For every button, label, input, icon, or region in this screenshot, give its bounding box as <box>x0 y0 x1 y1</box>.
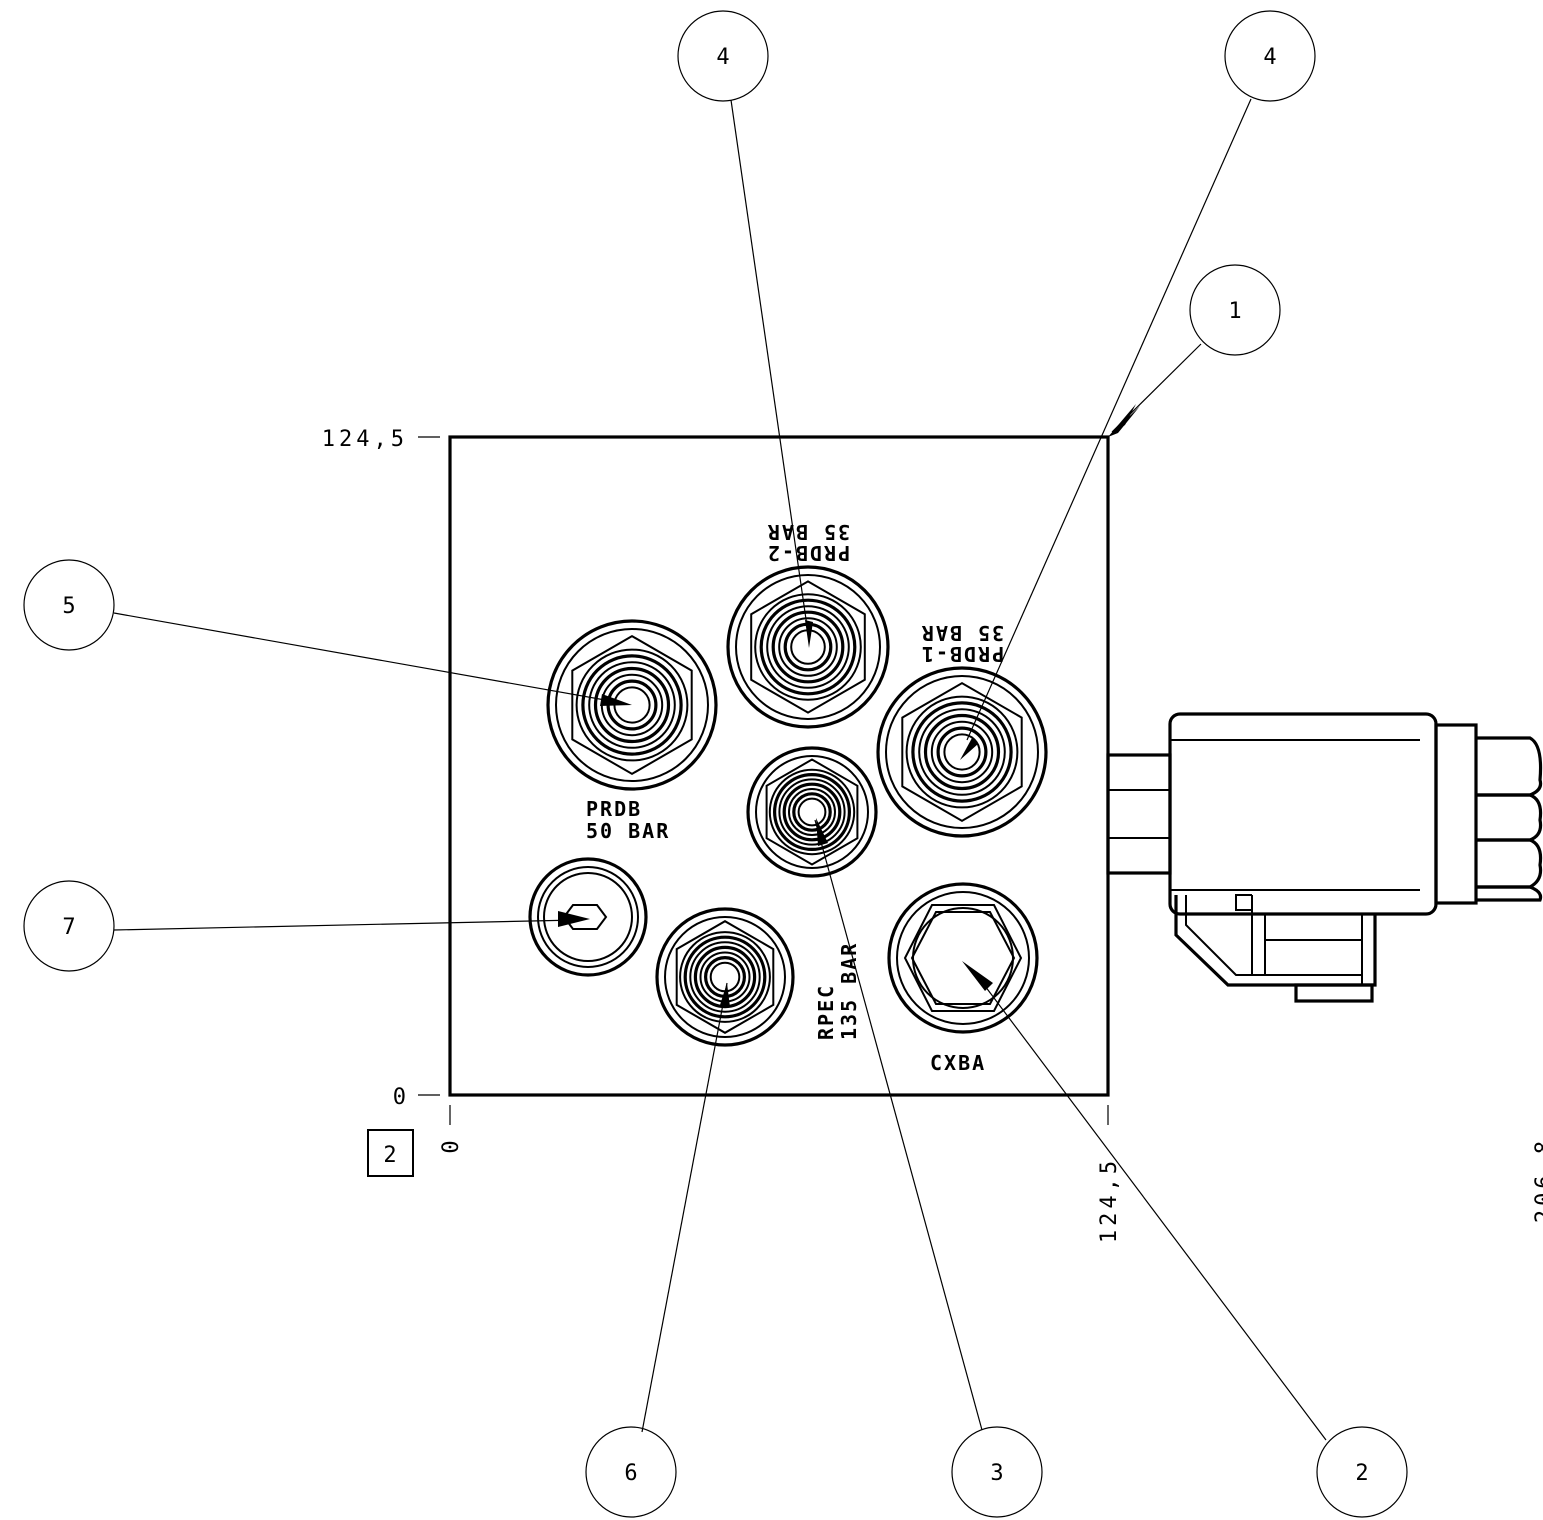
label-prdb1-line1: 35 BAR <box>920 621 1004 645</box>
balloon-5: 5 <box>23 559 115 651</box>
valve-6 <box>655 907 795 1047</box>
label-rpec-line2: 135 BAR <box>837 942 861 1040</box>
label-prdb2-line1: 35 BAR <box>766 520 850 544</box>
balloon-label: 4 <box>1263 45 1276 70</box>
dimension-x-right: 124,5 <box>1097 1157 1122 1243</box>
balloon-label: 6 <box>624 1461 637 1486</box>
plug-valve-7 <box>528 857 648 977</box>
balloon-label: 2 <box>1355 1461 1368 1486</box>
label-prdb-line1: PRDB <box>586 797 642 821</box>
balloon-3: 3 <box>951 1426 1043 1518</box>
leader-lines <box>113 98 1327 1441</box>
label-prdb2-line2: PRDB-2 <box>766 541 850 565</box>
dimension-far-right-partial: 206,8 <box>1532 1137 1543 1223</box>
balloon-label: 3 <box>990 1461 1003 1486</box>
balloon-7: 7 <box>23 880 115 972</box>
balloon-2: 2 <box>1316 1426 1408 1518</box>
label-rpec-line1: RPEC <box>814 984 838 1040</box>
leader-arrowheads <box>558 404 1140 1007</box>
plug-cxba <box>887 882 1039 1034</box>
label-prdb1-line2: PRDB-1 <box>920 642 1004 666</box>
balloon-label: 1 <box>1228 299 1241 324</box>
label-prdb-line2: 50 BAR <box>586 819 670 843</box>
balloon-4-top-left: 4 <box>677 10 769 102</box>
view-box-label: 2 <box>367 1129 414 1177</box>
balloon-6: 6 <box>585 1426 677 1518</box>
valve-prdb2 <box>726 565 890 729</box>
balloon-1: 1 <box>1189 264 1281 356</box>
balloon-label: 7 <box>62 915 75 940</box>
balloon-label: 4 <box>716 45 729 70</box>
dimension-top: 124,5 <box>322 427 408 452</box>
dimension-bottom: 0 <box>393 1085 410 1110</box>
balloon-label: 5 <box>62 594 75 619</box>
valve-cartridges <box>546 565 1048 1047</box>
solenoid-coil <box>1106 712 1543 1003</box>
dimension-x-zero: 0 <box>439 1136 464 1153</box>
valve-prdb1 <box>876 666 1048 838</box>
dimension-ticks <box>418 436 1109 1125</box>
label-cxba: CXBA <box>930 1051 986 1075</box>
svg-text:2: 2 <box>383 1143 396 1168</box>
valve-rpec <box>746 746 878 878</box>
balloon-4-top-right: 4 <box>1224 10 1316 102</box>
